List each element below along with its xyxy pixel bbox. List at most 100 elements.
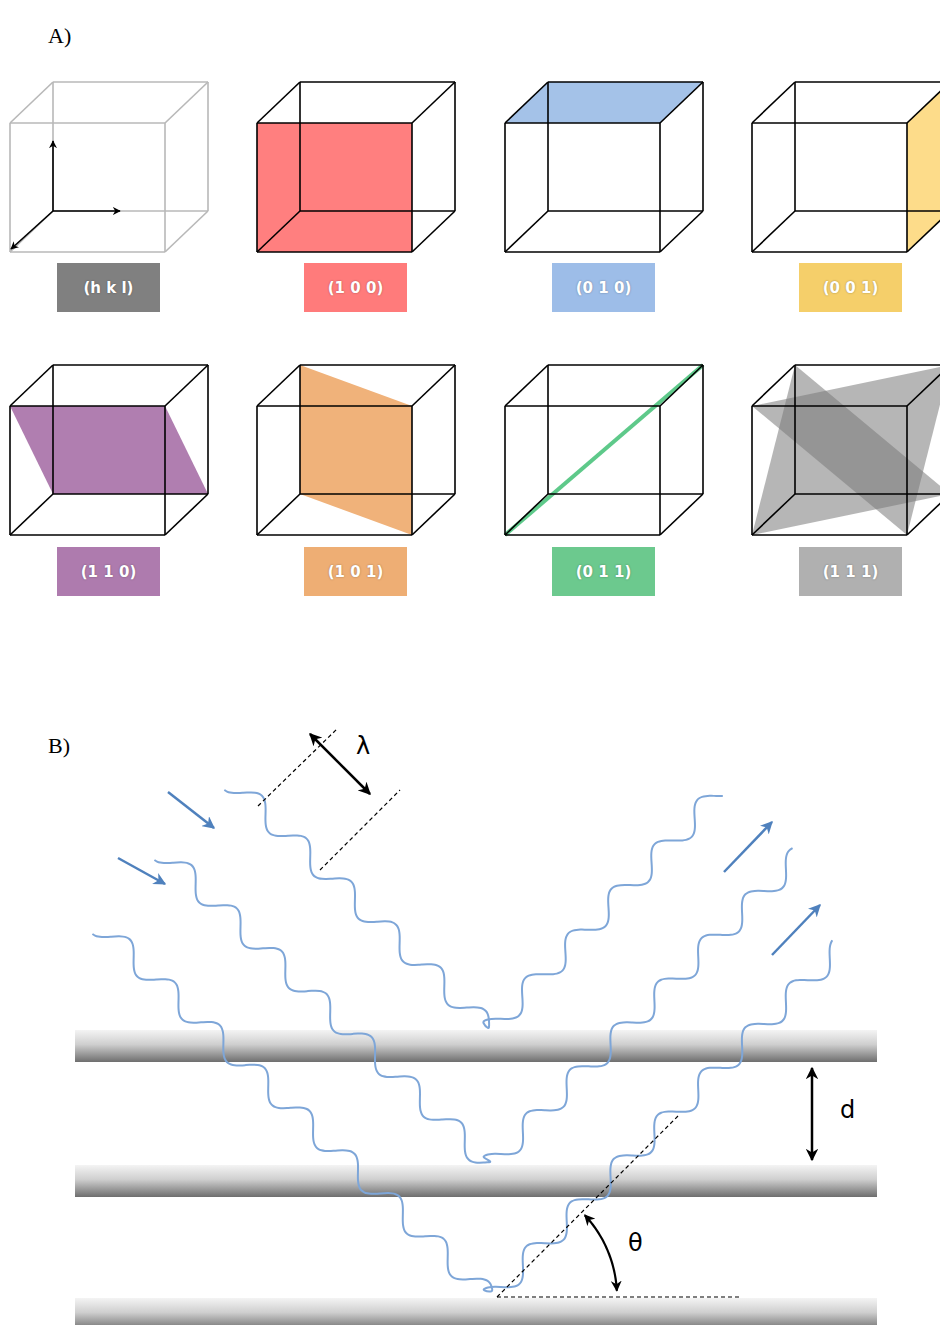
cube-edge (660, 494, 703, 535)
cube-edge (504, 406, 506, 535)
cube-edge (795, 210, 940, 212)
miller-index: (1 0 0) (328, 279, 383, 297)
cube-edge (207, 365, 209, 494)
atomic-plane (75, 1165, 877, 1197)
cube-edge (165, 494, 208, 535)
cube-edge (53, 210, 208, 212)
cube-edge (256, 123, 258, 252)
cube-edge (907, 82, 940, 123)
direction-arrow (118, 858, 165, 884)
miller-index-box: (h k l) (57, 263, 160, 312)
miller-index: (1 1 1) (823, 563, 878, 581)
atomic-plane (75, 1030, 877, 1062)
cube-edge (548, 210, 703, 212)
cube-edge (659, 406, 661, 535)
cube-edge (505, 211, 548, 252)
bragg-figure (75, 728, 877, 1325)
unit-cube (752, 365, 940, 535)
cube-edge (907, 365, 940, 406)
unit-cube (505, 82, 703, 252)
wavelength-symbol: λ (356, 733, 370, 759)
miller-index-box: (0 1 0) (552, 263, 655, 312)
cube-edge (257, 82, 300, 123)
miller-index: (1 1 0) (81, 563, 136, 581)
direction-arrow (772, 905, 820, 955)
cube-edge (752, 534, 907, 536)
cube-edge (454, 82, 456, 211)
cube-edge (10, 211, 53, 252)
atomic-plane (75, 1298, 877, 1325)
cube-edge (907, 494, 940, 535)
cube-edge (659, 123, 661, 252)
miller-index-box: (1 0 0) (304, 263, 407, 312)
miller-index: (1 0 1) (328, 563, 383, 581)
cube-edge (505, 82, 548, 123)
cube-edge (299, 82, 301, 211)
cube-edge (53, 493, 208, 495)
cube-edge (10, 251, 165, 253)
cube-edge (411, 123, 413, 252)
miller-index: (0 1 0) (576, 279, 631, 297)
lattice-plane (300, 365, 412, 535)
cube-edge (9, 123, 11, 252)
unit-cube (10, 365, 208, 535)
cube-edge (411, 406, 413, 535)
miller-index-box: (0 1 1) (552, 547, 655, 596)
angle-symbol: θ (628, 1230, 643, 1256)
cube-edge (53, 81, 208, 83)
cube-edge (257, 365, 300, 406)
unit-cube (505, 365, 703, 535)
lattice-plane (752, 365, 940, 535)
cube-edge (751, 406, 753, 535)
dashed-guide (258, 728, 338, 806)
cube-edge (752, 82, 795, 123)
cube-edge (548, 81, 703, 83)
unit-cube (257, 82, 455, 252)
cube-edge (165, 211, 208, 252)
cube-edge (52, 82, 54, 211)
miller-index-box: (1 1 1) (799, 547, 902, 596)
cube-edge (165, 82, 208, 123)
cube-edge (10, 405, 165, 407)
cube-edge (702, 365, 704, 494)
cube-edge (794, 365, 796, 494)
lattice-plane (505, 82, 703, 123)
cube-edge (52, 365, 54, 494)
miller-index-box: (0 0 1) (799, 263, 902, 312)
cube-edge (548, 493, 703, 495)
cube-edge (752, 251, 907, 253)
cube-edge (257, 534, 412, 536)
wavelength-arrow (310, 734, 370, 794)
cube-edge (548, 364, 703, 366)
miller-index: (0 0 1) (823, 279, 878, 297)
cube-edge (505, 365, 548, 406)
unit-cube (752, 82, 940, 252)
cube-edge (702, 82, 704, 211)
cube-edge (10, 122, 165, 124)
panel-label: A) (48, 24, 71, 48)
cube-edge (299, 365, 301, 494)
unit-cube (257, 365, 455, 535)
dashed-guide (320, 790, 400, 870)
lattice-plane (752, 365, 940, 535)
cube-edge (752, 494, 795, 535)
cube-edge (752, 211, 795, 252)
cube-edge (300, 364, 455, 366)
cube-edge (795, 81, 940, 83)
cube-edge (752, 122, 907, 124)
cube-edge (795, 364, 940, 366)
unit-cube (10, 82, 208, 252)
miller-index-box: (1 1 0) (57, 547, 160, 596)
direction-arrow (168, 792, 214, 828)
cube-edge (752, 405, 907, 407)
cube-edge (164, 406, 166, 535)
cube-edge (547, 82, 549, 211)
cube-edge (795, 493, 940, 495)
spacing-arrow (811, 1068, 814, 1160)
cube-edge (207, 82, 209, 211)
lattice-plane (257, 123, 412, 252)
cube-edge (257, 405, 412, 407)
miller-index: (h k l) (84, 279, 134, 297)
dashed-guide (497, 1296, 742, 1297)
